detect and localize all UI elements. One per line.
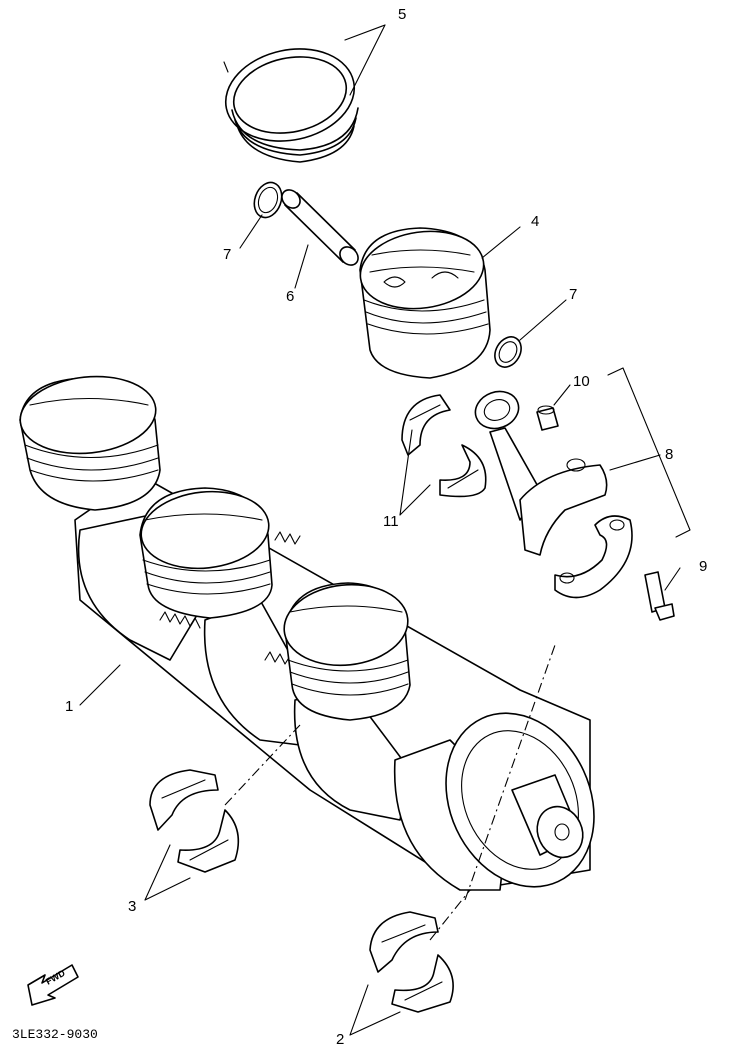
piston-ring-set	[223, 48, 359, 163]
conrod-bolt	[644, 571, 675, 621]
circlip-right	[494, 336, 522, 368]
piston-pin	[281, 189, 359, 266]
callout-9: 9	[699, 558, 707, 575]
callout-3: 3	[128, 898, 136, 915]
callout-11: 11	[383, 513, 399, 530]
callout-7-right: 7	[569, 286, 577, 303]
main-bearing-set-lower	[369, 911, 454, 1013]
callout-1: 1	[65, 698, 73, 715]
piston	[359, 227, 491, 379]
center-line-left	[224, 724, 301, 806]
callout-10: 10	[573, 373, 590, 390]
callout-5: 5	[398, 6, 406, 23]
conrod-cap	[554, 515, 633, 599]
callout-7-left: 7	[223, 246, 231, 263]
diagram-code: 3LE332-9030	[12, 1027, 98, 1042]
circlip-left	[253, 181, 283, 219]
callout-2: 2	[336, 1031, 344, 1048]
connecting-rod	[474, 390, 608, 556]
bracket-line	[607, 367, 691, 538]
fwd-arrow-icon: FWD	[27, 964, 79, 1006]
callout-6: 6	[286, 288, 294, 305]
main-bearing-set-left	[149, 769, 240, 873]
piston-cylinder-2	[139, 487, 273, 619]
callout-8: 8	[665, 446, 673, 463]
leader-lines	[79, 24, 681, 1036]
piston-cylinder-3	[283, 582, 411, 721]
conrod-nut	[536, 405, 559, 431]
conrod-bearing-set	[401, 394, 487, 498]
callout-4: 4	[531, 213, 539, 230]
center-line-right	[464, 644, 556, 901]
piston-cylinder-1	[19, 375, 161, 511]
